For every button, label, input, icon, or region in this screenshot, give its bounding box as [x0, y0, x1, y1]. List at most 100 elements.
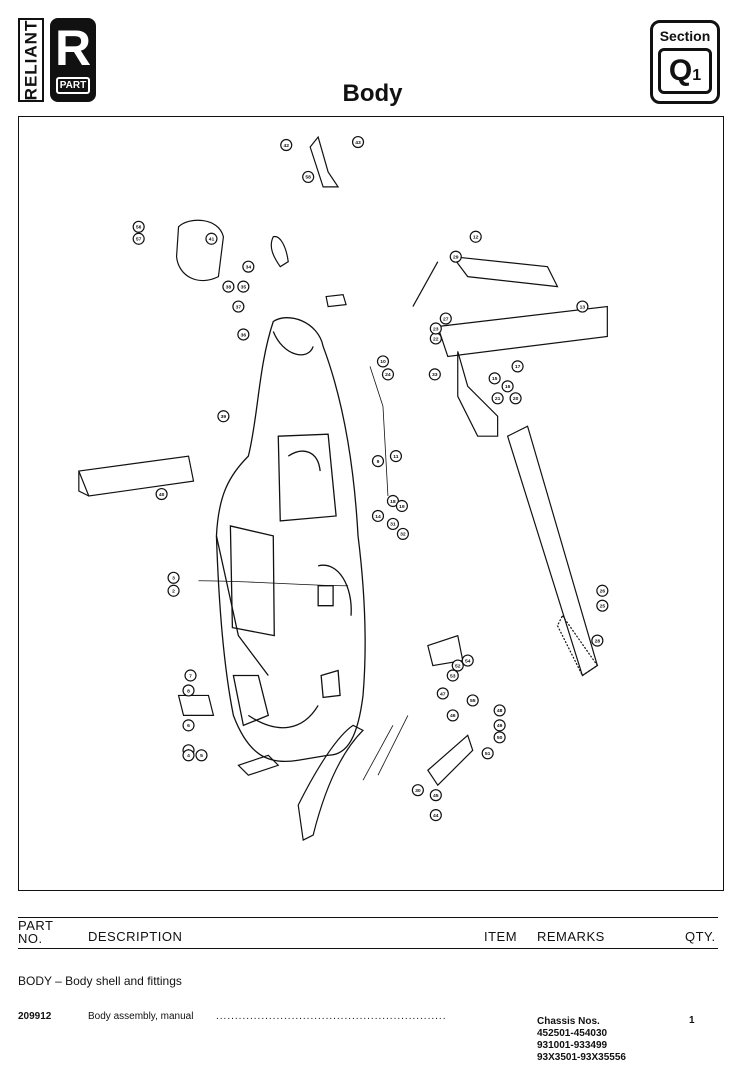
svg-text:10: 10	[380, 359, 386, 365]
callout-58: 58	[302, 170, 315, 184]
svg-text:31: 31	[390, 522, 396, 528]
callout-42: 42	[280, 138, 293, 152]
svg-text:20: 20	[513, 396, 519, 402]
callout-23: 23	[429, 322, 442, 335]
svg-text:14: 14	[375, 514, 381, 520]
callout-7: 7	[184, 669, 197, 682]
callout-2: 2	[167, 584, 180, 597]
callout-11: 11	[389, 450, 403, 463]
svg-text:41: 41	[209, 237, 215, 243]
callout-57: 57	[132, 232, 145, 245]
svg-text:55: 55	[470, 698, 476, 704]
callout-50: 50	[493, 731, 506, 744]
exploded-diagram: 1234567891011121314151617181920212223242…	[18, 116, 724, 891]
item-header: ITEM	[484, 929, 518, 944]
row-description: Body assembly, manual	[88, 1011, 194, 1022]
callout-26: 26	[596, 584, 609, 597]
callout-13: 13	[576, 300, 589, 313]
left-panel	[77, 455, 195, 497]
callout-44: 44	[429, 809, 442, 822]
svg-text:50: 50	[497, 735, 503, 741]
callout-9: 9	[371, 455, 385, 468]
callout-47: 47	[436, 687, 449, 700]
callout-6: 6	[182, 719, 195, 732]
callout-37: 37	[232, 300, 245, 313]
svg-text:11: 11	[393, 454, 398, 460]
svg-text:52: 52	[455, 663, 461, 669]
svg-text:35: 35	[241, 284, 247, 290]
section-label: Section	[659, 28, 711, 44]
sill-panel	[506, 425, 599, 677]
svg-text:27: 27	[443, 316, 449, 322]
callout-17: 17	[511, 360, 524, 373]
callout-22: 22	[429, 332, 442, 345]
leader-lines	[198, 366, 409, 781]
body-shell	[215, 317, 366, 762]
callout-55: 55	[466, 694, 479, 707]
callout-14: 14	[371, 509, 385, 523]
svg-text:2: 2	[172, 589, 175, 595]
svg-text:47: 47	[440, 691, 446, 697]
callout-20: 20	[509, 392, 522, 405]
svg-text:32: 32	[400, 532, 406, 538]
svg-text:4: 4	[187, 753, 190, 759]
body-exploded-view: 1234567891011121314151617181920212223242…	[77, 135, 609, 841]
callout-40: 40	[155, 487, 168, 501]
callout-35: 35	[237, 280, 250, 293]
svg-text:21: 21	[495, 396, 501, 402]
callout-36: 36	[237, 328, 250, 341]
callout-19: 19	[395, 499, 408, 513]
svg-text:22: 22	[433, 336, 439, 342]
reliant-wordmark: RELIANT	[18, 18, 44, 102]
svg-text:34: 34	[246, 264, 252, 270]
svg-text:38: 38	[226, 284, 232, 290]
callout-25: 25	[596, 599, 609, 612]
callout-32: 32	[396, 527, 409, 540]
callout-12: 12	[469, 230, 482, 243]
row-remarks: Chassis Nos. 452501-454030 931001-933499…	[537, 1016, 626, 1064]
badge-word: PART	[55, 77, 91, 94]
svg-text:42: 42	[283, 143, 289, 149]
callout-16: 16	[501, 380, 514, 393]
callout-34: 34	[242, 260, 255, 273]
svg-text:5: 5	[200, 753, 203, 759]
svg-text:28: 28	[595, 638, 601, 644]
svg-text:23: 23	[433, 326, 439, 332]
remarks-line: 931001-933499	[537, 1040, 608, 1051]
remarks-line: 93X3501-93X35556	[537, 1052, 626, 1063]
svg-text:24: 24	[385, 372, 391, 378]
svg-text:9: 9	[377, 459, 380, 465]
svg-text:39: 39	[221, 414, 227, 420]
section-code: Q1	[658, 48, 712, 94]
svg-text:33: 33	[432, 372, 438, 378]
svg-text:29: 29	[453, 254, 459, 260]
svg-text:43: 43	[355, 140, 361, 146]
header-rule-bottom	[18, 948, 718, 949]
callout-27: 27	[439, 312, 452, 325]
svg-text:53: 53	[450, 673, 456, 679]
callout-51: 51	[481, 747, 494, 760]
reliant-logo: RELIANT R PART	[18, 18, 104, 104]
callout-46: 46	[446, 709, 459, 722]
callout-41: 41	[205, 232, 218, 245]
svg-text:51: 51	[485, 751, 491, 757]
svg-text:25: 25	[600, 604, 606, 610]
svg-text:17: 17	[515, 364, 521, 370]
remarks-line: Chassis Nos.	[537, 1016, 600, 1027]
callout-28: 28	[591, 634, 604, 647]
callout-18: 18	[386, 494, 400, 508]
remarks-header: REMARKS	[537, 929, 605, 944]
callout-10: 10	[376, 355, 390, 368]
svg-text:36: 36	[241, 332, 247, 338]
svg-text:16: 16	[505, 384, 511, 390]
svg-text:58: 58	[305, 175, 311, 181]
svg-text:7: 7	[189, 673, 192, 679]
header-rule-top	[18, 917, 718, 918]
part-no-header: PART NO.	[18, 918, 54, 946]
svg-text:18: 18	[390, 499, 396, 505]
section-badge: Section Q1	[650, 20, 720, 104]
svg-text:13: 13	[580, 304, 586, 310]
upper-trim	[175, 135, 347, 308]
group-title: BODY – Body shell and fittings	[18, 974, 182, 988]
callout-5: 5	[195, 749, 208, 762]
